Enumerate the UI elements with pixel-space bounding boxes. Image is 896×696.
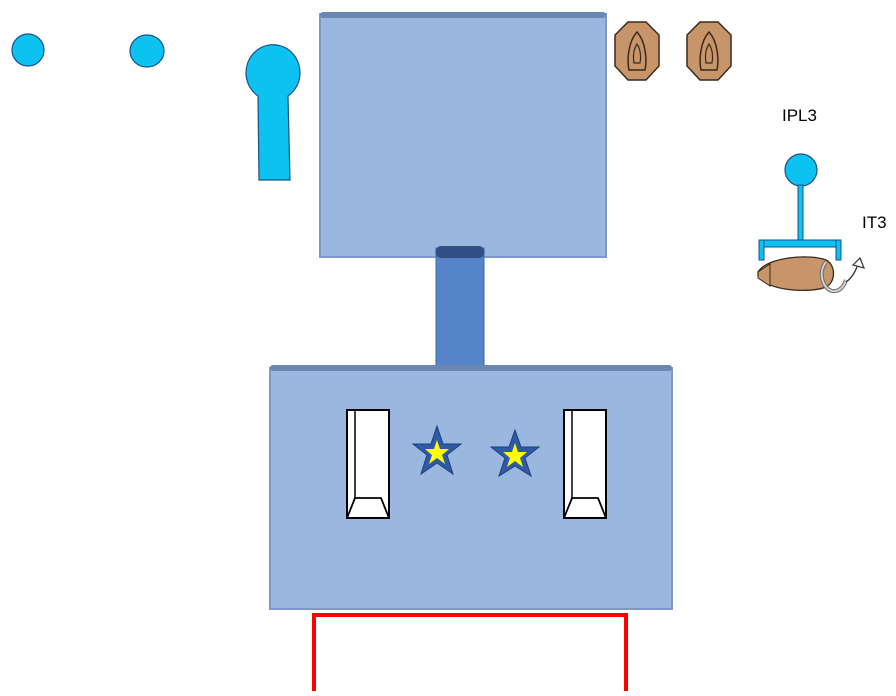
- label-it3: IT3: [862, 213, 887, 232]
- cyan-probe-icon: [245, 44, 301, 181]
- cyan-dot-icon: [11, 33, 45, 67]
- lever-clamp-icon: [757, 153, 866, 294]
- lower-panel: [269, 365, 673, 610]
- slot-icon: [346, 409, 390, 519]
- upper-panel: [319, 12, 607, 258]
- slot-icon: [563, 409, 607, 519]
- cyan-dot-icon: [129, 34, 165, 68]
- star-icon: [489, 428, 541, 478]
- copper-octagon-icon: [614, 21, 660, 81]
- label-ipl3: IPL3: [782, 106, 817, 125]
- red-outline-box: [312, 613, 628, 695]
- star-icon: [411, 424, 463, 476]
- connector-block: [435, 246, 485, 369]
- copper-octagon-icon: [686, 21, 732, 81]
